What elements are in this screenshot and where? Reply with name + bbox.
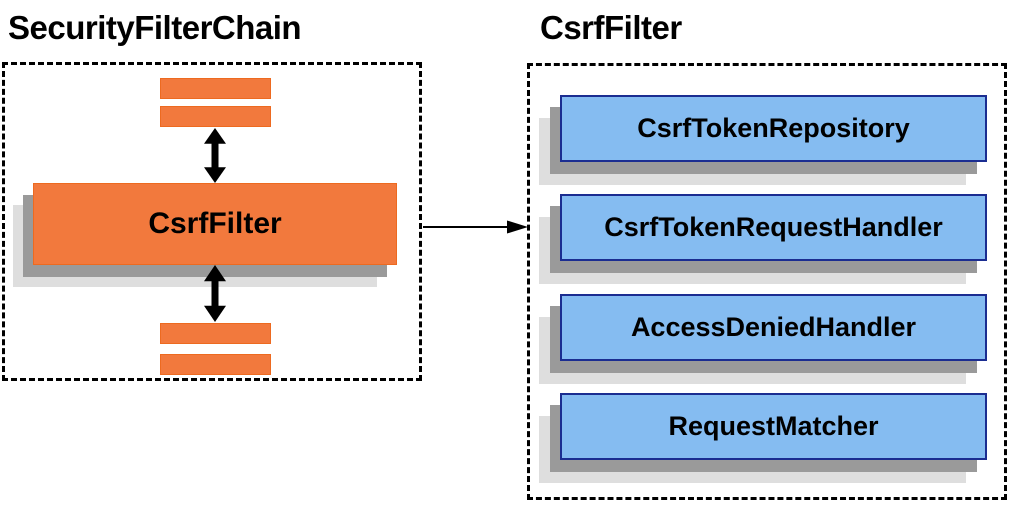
component-node-label: RequestMatcher xyxy=(668,411,879,441)
component-node-label: AccessDeniedHandler xyxy=(630,312,917,342)
filter-placeholder-bar xyxy=(160,106,271,127)
csrf-filter-node: CsrfFilter xyxy=(33,183,397,265)
component-node-access-denied-handler: AccessDeniedHandler xyxy=(560,294,987,361)
component-node-csrf-token-request-handler: CsrfTokenRequestHandler xyxy=(560,194,987,261)
csrf-filter-node-label: CsrfFilter xyxy=(148,207,282,240)
flow-arrow-icon xyxy=(423,220,528,234)
component-node-csrf-token-repository: CsrfTokenRepository xyxy=(560,95,987,162)
bidirectional-arrow-icon xyxy=(204,128,226,183)
csrf-filter-detail-box: CsrfTokenRepository CsrfTokenRequestHand… xyxy=(527,63,1007,500)
filter-placeholder-bar xyxy=(160,323,271,344)
component-node-label: CsrfTokenRepository xyxy=(637,113,910,143)
filter-placeholder-bar xyxy=(160,78,271,99)
filter-placeholder-bar xyxy=(160,354,271,375)
security-filter-chain-title: SecurityFilterChain xyxy=(8,9,302,46)
security-filter-chain-box: CsrfFilter xyxy=(2,62,422,381)
bidirectional-arrow-icon xyxy=(204,265,226,322)
component-node-request-matcher: RequestMatcher xyxy=(560,393,987,460)
csrf-filter-title: CsrfFilter xyxy=(540,9,682,46)
component-node-label: CsrfTokenRequestHandler xyxy=(604,212,943,242)
